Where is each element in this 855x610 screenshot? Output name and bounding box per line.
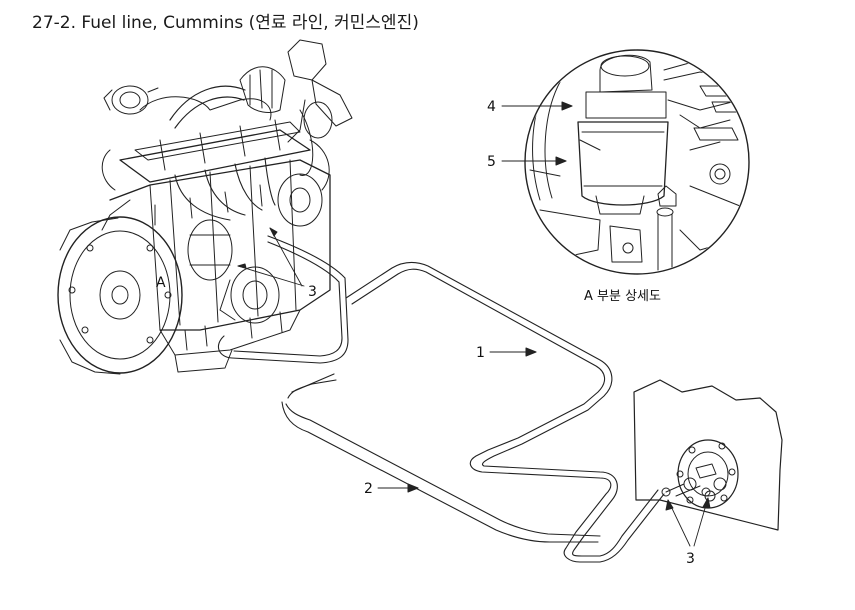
callout-3-tank: 3	[686, 551, 695, 567]
fuel-line-2	[281, 261, 665, 563]
callout-1: 1	[476, 345, 485, 361]
fuel-tank-panel	[633, 379, 783, 531]
callout-3-engine: 3	[308, 284, 317, 300]
engine-illustration	[57, 39, 353, 375]
page-title: 27-2. Fuel line, Cummins (연료 라인, 커민스엔진)	[32, 13, 419, 33]
detail-caption: A 부분 상세도	[584, 289, 661, 304]
fuel-line-1	[217, 235, 349, 364]
callout-a: A	[156, 275, 166, 291]
detail-a-inset	[524, 49, 750, 275]
callout-2: 2	[364, 481, 373, 497]
callout-4: 4	[487, 99, 496, 115]
callout-5: 5	[487, 154, 496, 170]
